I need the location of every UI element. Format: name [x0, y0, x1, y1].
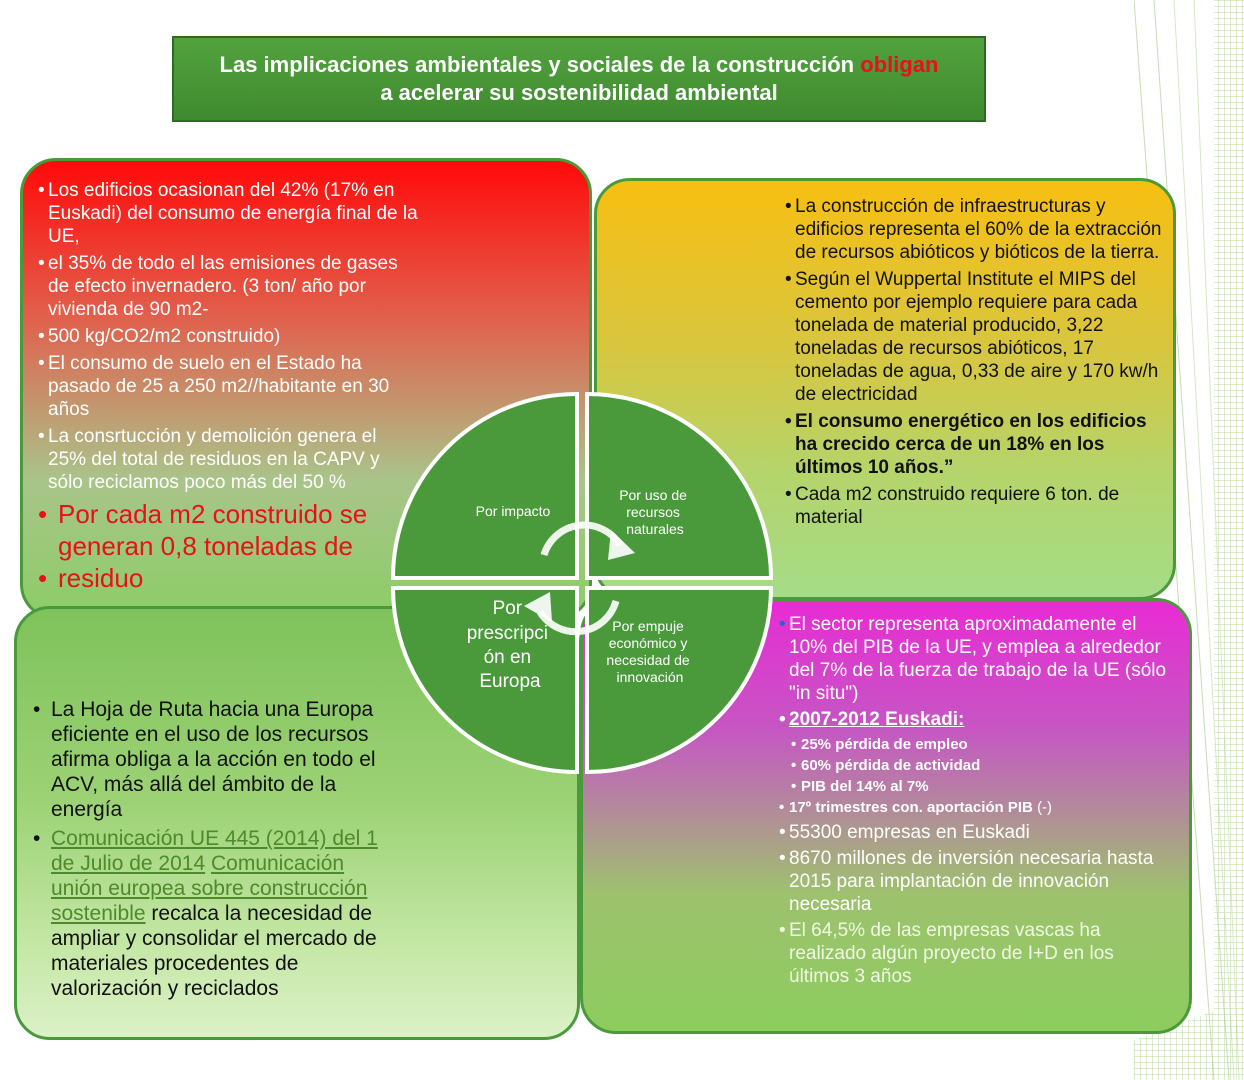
economico-item: 8670 millones de inversión necesaria has… [779, 847, 1179, 916]
europa-item: La Hoja de Ruta hacia una Europa eficien… [33, 697, 393, 822]
recursos-item: La construcción de infraestructuras y ed… [785, 195, 1165, 264]
title-part1: Las implicaciones ambientales y sociales… [219, 52, 855, 77]
impacto-item: el 35% de todo el las emisiones de gases… [38, 252, 418, 321]
recursos-bold-item: El consumo energético en los edificios h… [785, 410, 1165, 479]
trimestres-text: 17º trimestres con. aportación PIB [789, 799, 1033, 816]
impacto-list: Los edificios ocasionan del 42% (17% en … [38, 179, 418, 594]
title-highlight: obligan [860, 52, 939, 77]
trimestres-suffix: (-) [1037, 799, 1053, 816]
communication-445-link[interactable]: Comunicación UE 445 (2014) del 1 de Juli… [51, 827, 378, 875]
economico-item: El 64,5% de las empresas vascas ha reali… [779, 919, 1179, 988]
economico-panel: El sector representa aproximadamente el … [580, 598, 1192, 1034]
euskadi-sub-item: 25% pérdida de empleo [779, 734, 1179, 755]
europa-item-text: recalca la necesidad de ampliar y consol… [51, 902, 377, 1000]
economico-item: 55300 empresas en Euskadi [779, 821, 1179, 844]
impacto-item: El consumo de suelo en el Estado ha pasa… [38, 352, 418, 421]
page-title: Las implicaciones ambientales y sociales… [172, 36, 986, 122]
impacto-panel: Los edificios ocasionan del 42% (17% en … [20, 158, 592, 620]
euskadi-sub-item: PIB del 14% al 7% [779, 776, 1179, 797]
recursos-list: La construcción de infraestructuras y ed… [785, 195, 1165, 533]
euskadi-sub-item: 60% pérdida de actividad [779, 755, 1179, 776]
decorative-side-pattern [1134, 0, 1244, 1080]
europa-list: La Hoja de Ruta hacia una Europa eficien… [33, 697, 393, 1005]
impacto-big-item: Por cada m2 construido se generan 0,8 to… [38, 498, 418, 562]
trimestres-item: 17º trimestres con. aportación PIB (-) [779, 797, 1179, 818]
recursos-item: Cada m2 construido requiere 6 ton. de ma… [785, 483, 1165, 529]
communication-construction-link[interactable]: Comunicación unión europea sobre constru… [51, 852, 368, 925]
title-part2: a acelerar su sostenibilidad ambiental [380, 80, 778, 105]
recursos-item: Según el Wuppertal Institute el MIPS del… [785, 268, 1165, 406]
economico-list: El sector representa aproximadamente el … [779, 613, 1179, 991]
europa-panel: La Hoja de Ruta hacia una Europa eficien… [14, 606, 580, 1040]
economico-item: El sector representa aproximadamente el … [779, 613, 1179, 705]
impacto-item: 500 kg/CO2/m2 construido) [38, 325, 418, 348]
impacto-item: Los edificios ocasionan del 42% (17% en … [38, 179, 418, 248]
euskadi-heading: 2007-2012 Euskadi: [779, 708, 1179, 731]
europa-item-communication: Comunicación UE 445 (2014) del 1 de Juli… [33, 826, 393, 1001]
recursos-panel: La construcción de infraestructuras y ed… [594, 178, 1176, 600]
impacto-item: La consrtucción y demolición genera el 2… [38, 425, 418, 494]
impacto-big-item: residuo [38, 562, 418, 594]
